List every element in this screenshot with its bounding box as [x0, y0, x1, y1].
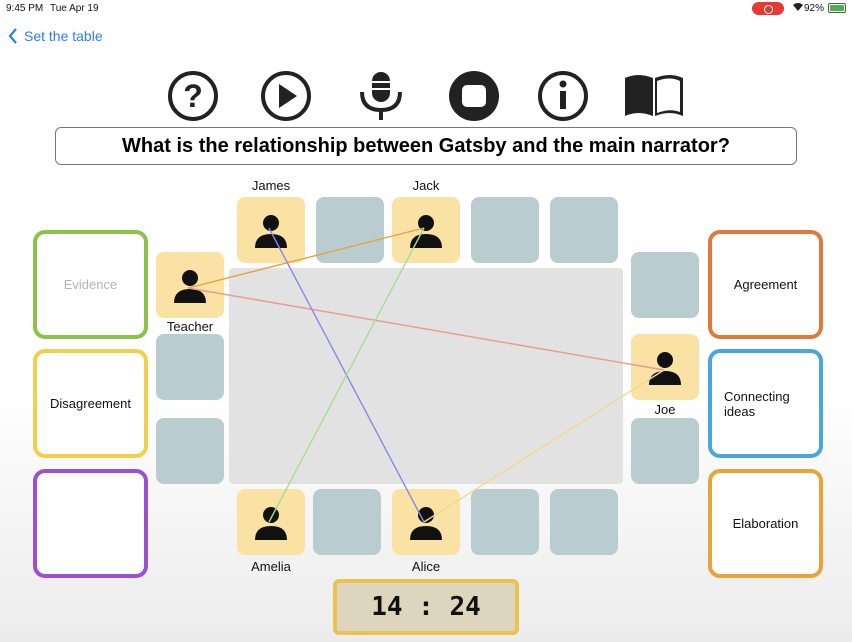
stop-icon: [449, 71, 499, 121]
chevron-left-icon: [8, 28, 17, 44]
table-surface: [229, 268, 623, 484]
person-icon: [174, 270, 206, 303]
wifi-icon: [792, 2, 804, 15]
play-icon: [261, 71, 311, 121]
category-disagreement-label: Disagreement: [50, 396, 131, 411]
seat-empty[interactable]: [156, 334, 224, 400]
seat-empty[interactable]: [156, 418, 224, 484]
participant-name-amelia: Amelia: [251, 559, 291, 574]
category-evidence-label: Evidence: [63, 277, 118, 292]
seat-joe[interactable]: [631, 334, 699, 400]
seat-empty[interactable]: [316, 197, 384, 263]
back-button[interactable]: Set the table: [8, 28, 103, 44]
seat-jack[interactable]: [392, 197, 460, 263]
help-icon: ?: [168, 71, 218, 121]
participant-name-alice: Alice: [411, 559, 441, 574]
person-icon: [255, 507, 287, 540]
participant-name-teacher: Teacher: [166, 319, 214, 334]
participant-name-james: James: [251, 178, 291, 193]
person-icon: [410, 215, 442, 248]
person-icon: [410, 507, 442, 540]
category-disagreement[interactable]: Disagreement: [33, 349, 148, 458]
seat-empty[interactable]: [471, 197, 539, 263]
book-icon: [625, 75, 683, 116]
participant-name-jack: Jack: [412, 178, 440, 193]
status-bar: 9:45 PM Tue Apr 19 92%: [0, 0, 852, 18]
category-elaboration[interactable]: Elaboration: [708, 469, 823, 578]
play-button[interactable]: [253, 70, 319, 122]
category-evidence[interactable]: Evidence: [33, 230, 148, 339]
category-agreement[interactable]: Agreement: [708, 230, 823, 339]
microphone-icon: [360, 72, 402, 120]
info-icon: [538, 71, 588, 121]
category-connecting-label: Connecting ideas: [724, 388, 790, 419]
category-agreement-label: Agreement: [733, 277, 798, 292]
category-connecting-ideas[interactable]: Connecting ideas: [708, 349, 823, 458]
person-icon: [649, 352, 681, 385]
participant-name-joe: Joe: [654, 402, 676, 417]
person-icon: [255, 215, 287, 248]
seat-teacher[interactable]: [156, 252, 224, 318]
seat-amelia[interactable]: [237, 489, 305, 555]
seat-empty[interactable]: [550, 489, 618, 555]
category-blank[interactable]: [33, 469, 148, 578]
seat-empty[interactable]: [471, 489, 539, 555]
discussion-timer: 14 : 24: [333, 579, 519, 635]
category-elaboration-label: Elaboration: [732, 516, 799, 531]
battery-percent: 92%: [804, 3, 825, 14]
microphone-button[interactable]: [348, 70, 414, 122]
book-button[interactable]: [621, 70, 687, 122]
seat-alice[interactable]: [392, 489, 460, 555]
seat-james[interactable]: [237, 197, 305, 263]
seat-empty[interactable]: [631, 418, 699, 484]
seat-empty[interactable]: [550, 197, 618, 263]
status-time: 9:45 PM: [6, 3, 44, 14]
info-button[interactable]: [530, 70, 596, 122]
seat-empty[interactable]: [631, 252, 699, 318]
stop-button[interactable]: [441, 70, 507, 122]
status-date: Tue Apr 19: [50, 3, 99, 14]
seat-empty[interactable]: [313, 489, 381, 555]
battery-icon: [828, 3, 846, 13]
discussion-question: What is the relationship between Gatsby …: [55, 127, 797, 165]
screen-record-icon: [752, 2, 784, 15]
svg-text:?: ?: [183, 78, 203, 114]
help-button[interactable]: ?: [160, 70, 226, 122]
back-label: Set the table: [24, 28, 103, 44]
